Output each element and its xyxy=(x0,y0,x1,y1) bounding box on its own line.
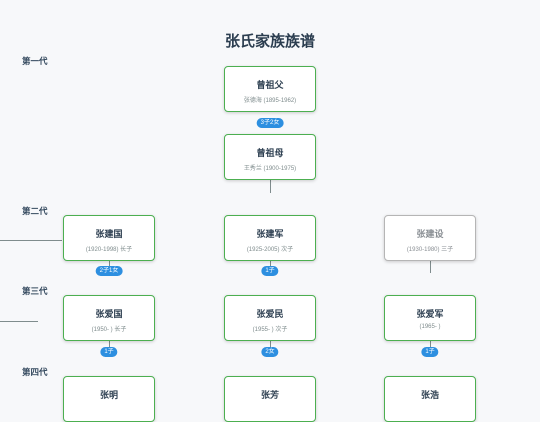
connector-line xyxy=(270,341,271,352)
person-node-zhang-jianjun[interactable]: 张建军 (1925-2005) 次子 xyxy=(224,215,316,261)
person-node-great-grandmother[interactable]: 曾祖母 王秀兰 (1900-1975) xyxy=(224,134,316,180)
person-name: 曾祖父 xyxy=(256,80,284,90)
person-info: 张德海 (1895-1962) xyxy=(243,98,297,104)
person-node-zhang-aijun[interactable]: 张爱军 (1965- ) xyxy=(384,295,476,341)
children-badge: 3子2女 xyxy=(256,118,284,128)
person-info: (1950- ) 长子 xyxy=(91,327,127,333)
connector-line xyxy=(270,180,271,193)
connector-line xyxy=(0,321,38,322)
person-info: (1965- ) xyxy=(419,324,441,330)
generation-label-1: 第一代 xyxy=(22,56,48,66)
connector-line xyxy=(109,341,110,352)
children-badge: 1子 xyxy=(261,266,279,276)
person-name: 张爱民 xyxy=(256,309,284,319)
page-title: 张氏家族族谱 xyxy=(224,33,315,50)
person-name: 张明 xyxy=(99,390,118,400)
person-info: (1955- ) 次子 xyxy=(252,327,288,333)
generation-label-4: 第四代 xyxy=(22,367,48,377)
person-node-zhang-fang[interactable]: 张芳 xyxy=(224,376,316,422)
generation-label-2: 第二代 xyxy=(22,206,48,216)
person-node-zhang-aimin[interactable]: 张爱民 (1955- ) 次子 xyxy=(224,295,316,341)
person-name: 张建军 xyxy=(256,229,284,239)
person-node-zhang-hao[interactable]: 张浩 xyxy=(384,376,476,422)
person-name: 张浩 xyxy=(420,390,439,400)
person-name: 张建国 xyxy=(95,229,123,239)
person-node-zhang-jianshe[interactable]: 张建设 (1930-1980) 三子 xyxy=(384,215,476,261)
person-node-zhang-jianguo[interactable]: 张建国 (1920-1998) 长子 xyxy=(63,215,155,261)
children-badge: 2子1女 xyxy=(95,266,123,276)
children-badge: 1子 xyxy=(100,347,118,357)
person-name: 张建设 xyxy=(416,229,444,239)
connector-line xyxy=(0,240,62,241)
person-name: 曾祖母 xyxy=(256,148,284,158)
person-info: (1925-2005) 次子 xyxy=(246,247,294,253)
generation-label-3: 第三代 xyxy=(22,286,48,296)
person-name: 张爱国 xyxy=(95,309,123,319)
person-node-zhang-aiguo[interactable]: 张爱国 (1950- ) 长子 xyxy=(63,295,155,341)
connector-line xyxy=(430,261,431,273)
person-info: (1920-1998) 长子 xyxy=(85,247,133,253)
connector-line xyxy=(430,341,431,352)
children-badge: 2女 xyxy=(261,347,279,357)
person-name: 张芳 xyxy=(260,390,279,400)
person-info: (1930-1980) 三子 xyxy=(406,247,454,253)
children-badge: 1子 xyxy=(421,347,439,357)
person-node-zhang-ming[interactable]: 张明 xyxy=(63,376,155,422)
person-name: 张爱军 xyxy=(416,309,444,319)
person-node-great-grandfather[interactable]: 曾祖父 张德海 (1895-1962) xyxy=(224,66,316,112)
person-info: 王秀兰 (1900-1975) xyxy=(243,166,297,172)
